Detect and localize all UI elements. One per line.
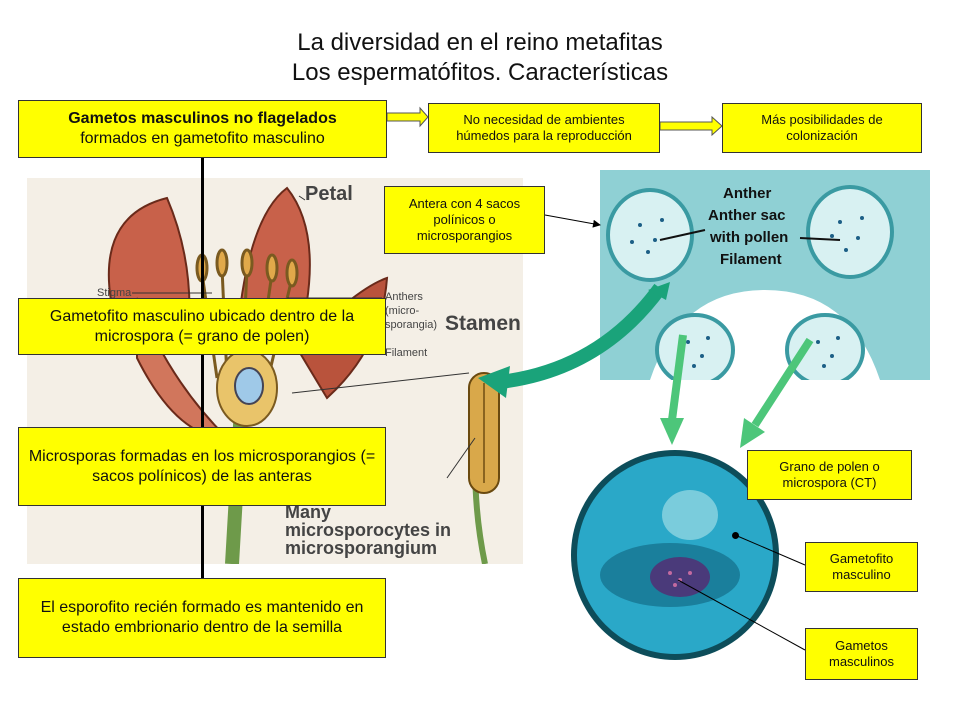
microsporas-text: Microsporas formadas en los microsporang… bbox=[28, 447, 376, 485]
gametos-masculinos-box: Gametos masculinos bbox=[805, 628, 918, 680]
with-pollen-label: with pollen bbox=[709, 229, 788, 246]
anther-micrograph: Anther Anther sac with pollen Filament bbox=[600, 170, 930, 380]
pollen-micrograph bbox=[571, 450, 779, 660]
grano-polen-box: Grano de polen o microspora (CT) bbox=[747, 450, 912, 500]
page-subtitle: Los espermatófitos. Características bbox=[291, 59, 669, 86]
microsporas-box: Microsporas formadas en los microsporang… bbox=[18, 427, 386, 506]
anther-sac-label: Anther sac bbox=[708, 207, 786, 224]
grano-polen-text: Grano de polen o microspora (CT) bbox=[779, 458, 880, 490]
anther-filament-label: Filament bbox=[720, 251, 782, 268]
stigma-label: Stigma bbox=[97, 287, 132, 299]
many-label: Many bbox=[285, 502, 331, 522]
gametos-bold-text: Gametos masculinos no flagelados bbox=[68, 110, 337, 127]
antera-text: Antera con 4 sacos polínicos o microspor… bbox=[408, 195, 521, 244]
page-title: La diversidad en el reino metafitas bbox=[297, 29, 663, 56]
anthers-label: Anthers bbox=[385, 291, 423, 303]
sporangia-label: sporangia) bbox=[385, 319, 437, 331]
anther-label: Anther bbox=[723, 185, 771, 202]
vertical-divider-line bbox=[201, 155, 204, 580]
microsporocytes-label: microsporocytes in bbox=[285, 520, 451, 540]
no-necesidad-text: No necesidad de ambientes húmedos para l… bbox=[456, 111, 632, 143]
microsporangium-label: microsporangium bbox=[285, 538, 437, 558]
gametofito-microspora-text: Gametofito masculino ubicado dentro de l… bbox=[49, 307, 355, 345]
esporofito-box: El esporofito recién formado es mantenid… bbox=[18, 578, 386, 658]
esporofito-text: El esporofito recién formado es mantenid… bbox=[40, 599, 364, 636]
stamen-label: Stamen bbox=[445, 312, 521, 335]
gametofito-masculino-text: Gametofito masculino bbox=[829, 550, 894, 582]
antera-box: Antera con 4 sacos polínicos o microspor… bbox=[384, 186, 545, 254]
no-necesidad-box: No necesidad de ambientes húmedos para l… bbox=[428, 103, 660, 153]
gametofito-masculino-box: Gametofito masculino bbox=[805, 542, 918, 592]
gametofito-microspora-box: Gametofito masculino ubicado dentro de l… bbox=[18, 298, 386, 355]
mas-posibilidades-text: Más posibilidades de colonización bbox=[761, 111, 883, 143]
micro-label: (micro- bbox=[385, 305, 420, 317]
mas-posibilidades-box: Más posibilidades de colonización bbox=[722, 103, 922, 153]
gametos-masculinos-text: Gametos masculinos bbox=[828, 637, 895, 669]
filament-label: Filament bbox=[385, 347, 427, 359]
petal-label: Petal bbox=[305, 183, 353, 205]
gametos-no-flagelados-box: Gametos masculinos no flagelados formado… bbox=[18, 100, 387, 158]
gametos-rest-text: formados en gametofito masculino bbox=[80, 130, 325, 147]
